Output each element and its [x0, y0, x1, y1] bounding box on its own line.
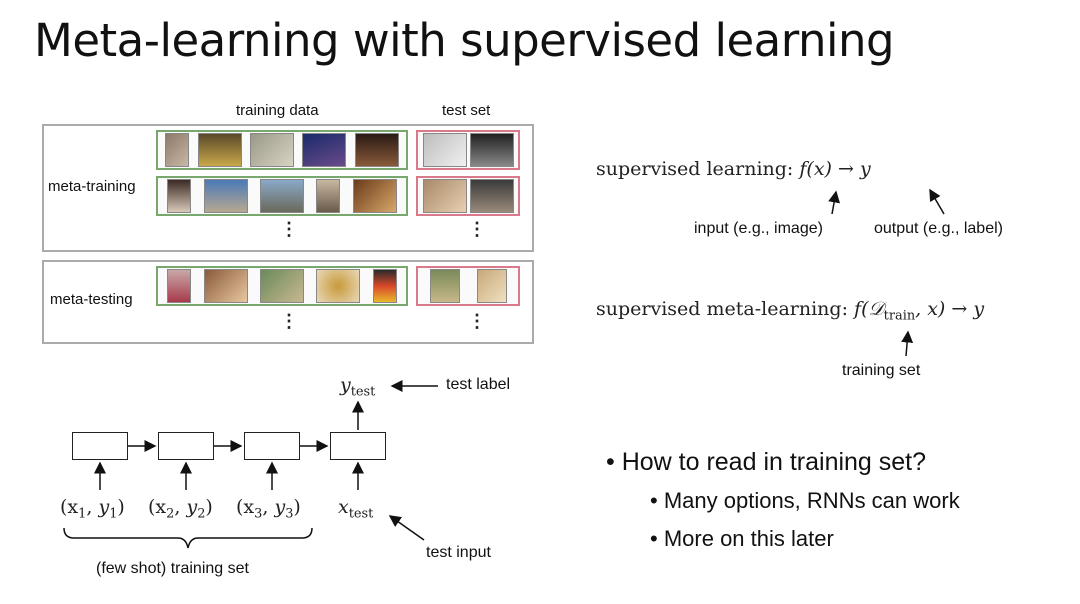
- thumb-image: [167, 179, 192, 213]
- meta-train-train-row-2: [156, 176, 408, 216]
- rnn-cell-2: [158, 432, 214, 460]
- test-label-note: test label: [446, 376, 511, 393]
- thumb-image: [422, 179, 467, 213]
- thumb-image: [167, 269, 192, 303]
- thumb-image: [422, 133, 467, 167]
- rnn-cell-4: [330, 432, 386, 460]
- output-note: output (e.g., label): [874, 220, 1003, 237]
- y-test-symbol: ytest: [340, 374, 376, 400]
- meta-test-test-row: [416, 266, 520, 306]
- input-note: input (e.g., image): [694, 220, 823, 237]
- meta-train-test-row-2: [416, 176, 520, 216]
- thumb-image: [197, 133, 242, 167]
- thumb-image: [469, 179, 514, 213]
- thumb-image: [249, 133, 294, 167]
- few-shot-training-set-label: (few shot) training set: [96, 560, 249, 577]
- meta-testing-label: meta-testing: [50, 291, 133, 308]
- x-test-symbol: xtest: [338, 496, 374, 522]
- training-data-label: training data: [236, 102, 319, 119]
- thumb-image: [352, 179, 397, 213]
- thumb-image: [476, 269, 507, 303]
- training-set-note: training set: [842, 362, 921, 379]
- thumb-image: [302, 133, 347, 167]
- bullet-sub-1: • Many options, RNNs can work: [650, 488, 960, 513]
- thumb-image: [372, 269, 397, 303]
- meta-train-train-row-1: [156, 130, 408, 170]
- supervised-meta-learning-equation: supervised meta-learning: f(𝒟train, x) →…: [596, 298, 985, 324]
- meta-test-train-row: [156, 266, 408, 306]
- rnn-cell-3: [244, 432, 300, 460]
- bullet-sub-2: • More on this later: [650, 526, 834, 551]
- thumb-image: [316, 179, 341, 213]
- thumb-image: [469, 133, 514, 167]
- thumb-image: [165, 133, 190, 167]
- supervised-learning-equation: supervised learning: f(x) → y: [596, 158, 871, 180]
- thumb-image: [354, 133, 399, 167]
- test-input-note: test input: [426, 544, 491, 561]
- training-pair-3: (x3, y3): [236, 496, 301, 522]
- thumb-image: [429, 269, 460, 303]
- slide-title: Meta-learning with supervised learning: [34, 14, 895, 67]
- thumb-image: [259, 269, 304, 303]
- bullet-main: • How to read in training set?: [606, 448, 927, 476]
- training-pair-2: (x2, y2): [148, 496, 213, 522]
- test-set-label: test set: [442, 102, 491, 119]
- thumb-image: [316, 269, 361, 303]
- thumb-image: [203, 179, 248, 213]
- training-pair-1: (x1, y1): [60, 496, 125, 522]
- thumb-image: [259, 179, 304, 213]
- rnn-cell-1: [72, 432, 128, 460]
- thumb-image: [203, 269, 248, 303]
- meta-training-label: meta-training: [48, 178, 136, 195]
- meta-train-test-row-1: [416, 130, 520, 170]
